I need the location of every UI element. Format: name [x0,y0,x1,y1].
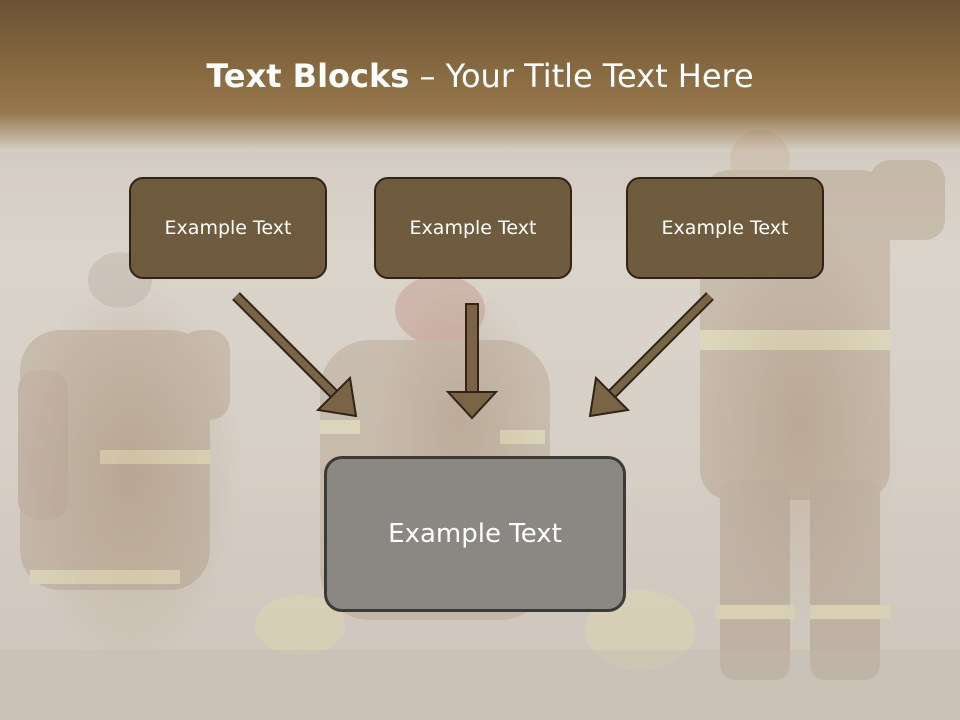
slide-title: Text Blocks – Your Title Text Here [0,52,960,100]
text-block-1-label: Example Text [164,217,292,239]
title-bold-part: Text Blocks [206,57,410,95]
main-text-block-label: Example Text [388,519,562,549]
header-band [0,0,960,150]
text-block-3-label: Example Text [661,217,789,239]
text-block-2-label: Example Text [409,217,537,239]
text-block-1[interactable]: Example Text [129,177,327,279]
title-rest-part: Your Title Text Here [445,57,754,95]
text-block-3[interactable]: Example Text [626,177,824,279]
text-block-2[interactable]: Example Text [374,177,572,279]
main-text-block[interactable]: Example Text [324,456,626,612]
title-separator: – [409,57,446,95]
